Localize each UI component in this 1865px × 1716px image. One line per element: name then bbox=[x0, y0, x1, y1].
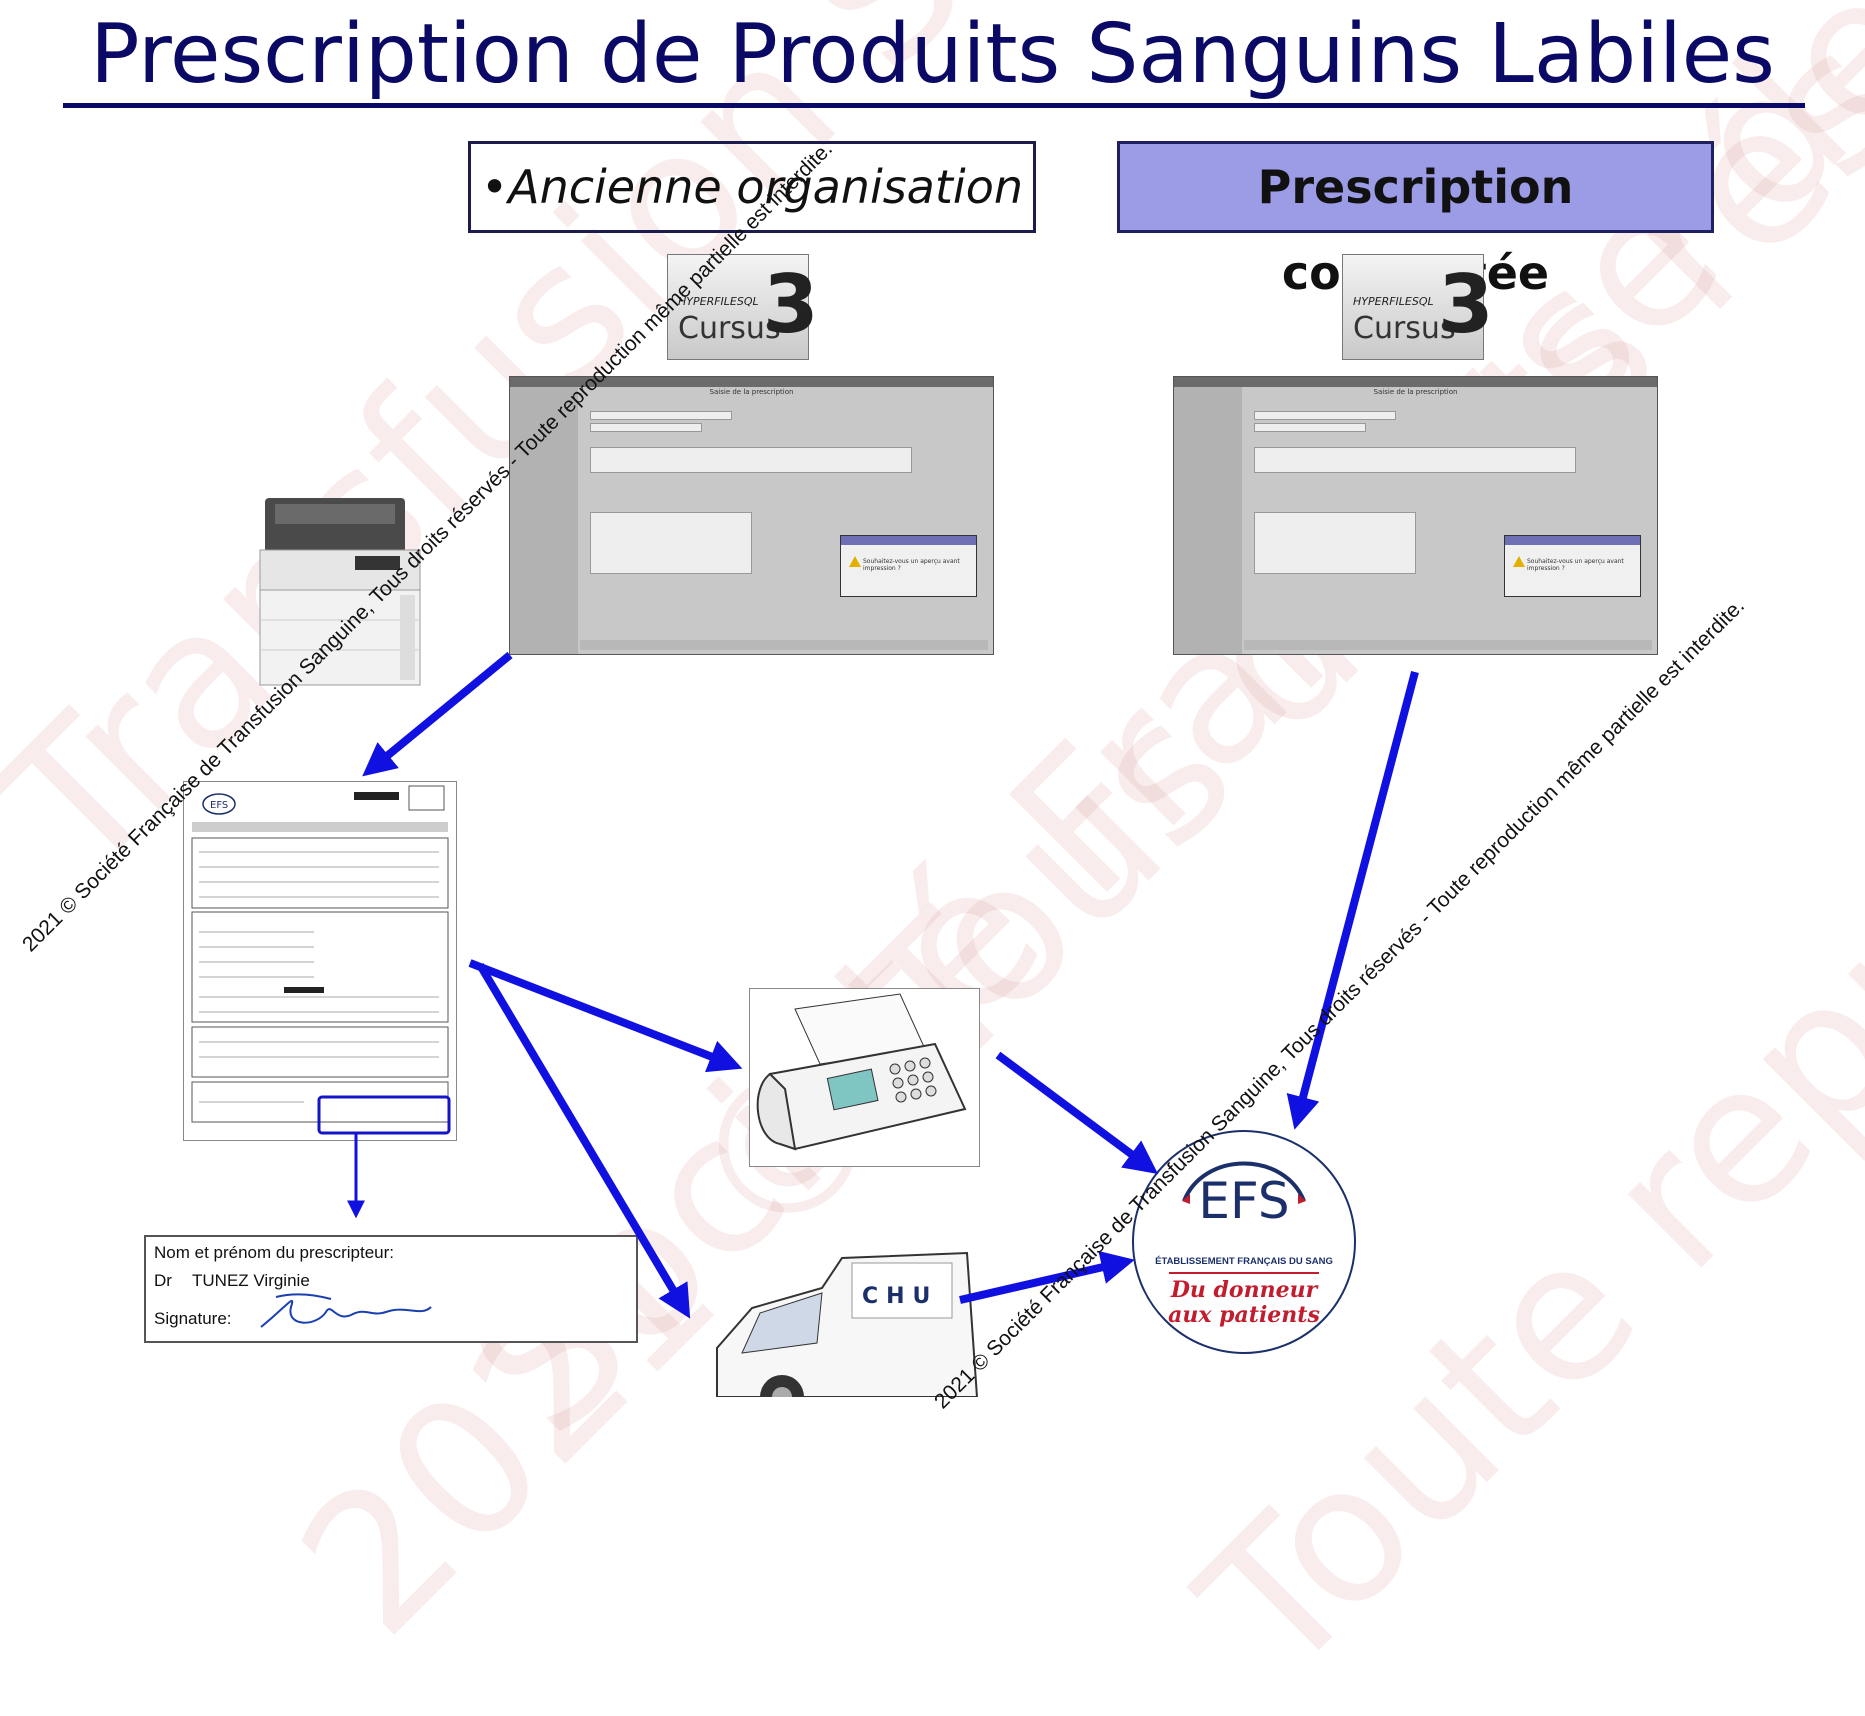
cursus-name: Cursus bbox=[678, 311, 781, 346]
arrow-form-to-van bbox=[476, 962, 691, 1319]
screen-sidebar bbox=[510, 387, 578, 654]
warning-icon bbox=[1513, 556, 1525, 567]
screen-field bbox=[1254, 512, 1416, 574]
van-label: CHU bbox=[862, 1284, 938, 1309]
arrow-fax-to-efs bbox=[995, 1051, 1159, 1175]
cursus-screen-right: Saisie de la prescription Souhaitez-vous… bbox=[1173, 376, 1658, 655]
warning-icon bbox=[849, 556, 861, 567]
prescriber-title: Dr bbox=[154, 1271, 172, 1290]
fax-icon bbox=[756, 993, 967, 1151]
screen-field bbox=[1254, 423, 1366, 432]
old-organisation-heading: •Ancienne organisation bbox=[468, 141, 1036, 233]
arrow-van-to-efs bbox=[959, 1250, 1135, 1304]
cursus-number: 3 bbox=[1438, 258, 1494, 351]
dialog-message: Souhaitez-vous un aperçu avant impressio… bbox=[863, 558, 960, 572]
screen-field bbox=[590, 447, 912, 473]
cursus-brand-small: HYPERFILESQL bbox=[678, 295, 759, 308]
efs-subtitle: ÉTABLISSEMENT FRANÇAIS DU SANG bbox=[1155, 1256, 1333, 1267]
flow-arrows bbox=[347, 651, 1419, 1319]
arrow-screen-to-form bbox=[362, 651, 513, 777]
dialog-titlebar bbox=[1505, 536, 1640, 545]
efs-name: EFS bbox=[1198, 1172, 1290, 1230]
efs-motto-line-2: aux patients bbox=[1168, 1302, 1320, 1328]
cursus-number: 3 bbox=[763, 258, 819, 351]
prescriber-name-label: Nom et prénom du prescripteur: bbox=[154, 1243, 394, 1262]
screen-field bbox=[1254, 447, 1576, 473]
efs-logo: EFS ÉTABLISSEMENT FRANÇAIS DU SANG Du do… bbox=[1132, 1130, 1356, 1354]
efs-motto-line-1: Du donneur bbox=[1170, 1277, 1318, 1303]
efs-red-line bbox=[1169, 1272, 1319, 1274]
handwritten-signature bbox=[260, 1293, 432, 1328]
screen-bottom-buttons bbox=[580, 640, 988, 650]
screen-titlebar bbox=[1174, 377, 1657, 387]
cursus-logo-left: HYPERFILESQL Cursus 3 bbox=[667, 254, 819, 360]
form-content: EFS bbox=[191, 785, 451, 1135]
cursus-screen-left: Saisie de la prescription Souhaitez-vous… bbox=[509, 376, 994, 655]
screen-field bbox=[590, 411, 732, 420]
prescriber-signature-box: Nom et prénom du prescripteur: Dr TUNEZ … bbox=[144, 1235, 638, 1343]
efs-motto: Du donneur aux patients bbox=[1134, 1278, 1354, 1328]
connected-prescription-heading: Prescription connectée bbox=[1117, 141, 1714, 300]
prescriber-name: TUNEZ Virginie bbox=[192, 1271, 310, 1290]
page-title: Prescription de Produits Sanguins Labile… bbox=[90, 7, 1775, 102]
title-underline bbox=[63, 103, 1805, 108]
signature-label: Signature: bbox=[154, 1309, 232, 1328]
screen-field bbox=[590, 423, 702, 432]
form-org: EFS bbox=[210, 800, 228, 811]
cursus-brand-small: HYPERFILESQL bbox=[1353, 295, 1434, 308]
printer-illustration bbox=[259, 498, 421, 686]
arrow-form-to-fax bbox=[468, 959, 743, 1073]
dialog-titlebar bbox=[841, 536, 976, 545]
cursus-logo-right: HYPERFILESQL Cursus 3 bbox=[1342, 254, 1494, 360]
screen-titlebar bbox=[510, 377, 993, 387]
screen-bottom-buttons bbox=[1244, 640, 1652, 650]
fax-machine-illustration bbox=[749, 988, 980, 1167]
arrow-screen-to-efs bbox=[1286, 670, 1419, 1130]
paper-prescription-form: EFS bbox=[183, 781, 457, 1141]
chu-van-illustration: CHU bbox=[716, 1251, 979, 1397]
screen-title: Saisie de la prescription bbox=[1373, 388, 1458, 396]
screen-sidebar bbox=[1174, 387, 1242, 654]
screen-title: Saisie de la prescription bbox=[709, 388, 794, 396]
efs-arc-icon bbox=[1182, 1161, 1306, 1204]
dialog-message: Souhaitez-vous un aperçu avant impressio… bbox=[1527, 558, 1624, 572]
screen-field bbox=[590, 512, 752, 574]
cursus-name: Cursus bbox=[1353, 311, 1456, 346]
print-preview-dialog: Souhaitez-vous un aperçu avant impressio… bbox=[1504, 535, 1641, 597]
print-preview-dialog: Souhaitez-vous un aperçu avant impressio… bbox=[840, 535, 977, 597]
screen-field bbox=[1254, 411, 1396, 420]
